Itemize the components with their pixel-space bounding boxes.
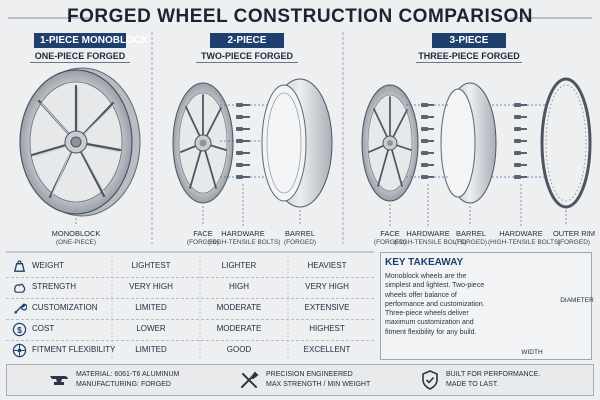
- wheel-icon: [12, 343, 27, 358]
- label-hardware-sub: (HIGH-TENSILE BOLTS): [208, 239, 281, 246]
- wrench-icon: [14, 303, 27, 314]
- value-three-piece: EXCELLENT: [303, 345, 351, 354]
- value-three-piece: VERY HIGH: [305, 282, 349, 291]
- strength-icon: [14, 283, 26, 293]
- section-underline: [196, 62, 298, 63]
- diameter-label: DIAMETER: [560, 297, 594, 304]
- value-two-piece: GOOD: [226, 345, 252, 354]
- footer-built-line1: BUILT FOR PERFORMANCE.: [446, 371, 541, 378]
- label-hardware-sub: (HIGH-TENSILE BOLTS): [488, 239, 561, 246]
- value-monoblock: LOWER: [136, 324, 166, 333]
- value-three-piece: EXTENSIVE: [304, 303, 350, 312]
- three-piece-barrel-illustration: [440, 82, 497, 204]
- section-tag-three-piece: 3-PIECE: [432, 33, 506, 48]
- label-monoblock-name: MONOBLOCK: [51, 229, 101, 238]
- label-outer-rim-name: OUTER RIM: [552, 229, 596, 238]
- footer-material-line1: MATERIAL: 6061-T6 ALUMINUM: [76, 371, 180, 378]
- footer-built: BUILT FOR PERFORMANCE. MADE TO LAST.: [446, 370, 540, 390]
- shield-icon: [422, 370, 438, 390]
- row-label: WEIGHT: [32, 261, 64, 270]
- three-piece-outer-rim-illustration: [540, 77, 592, 209]
- label-barrel-three-piece: BARREL (FORGED): [452, 229, 490, 247]
- section-subtitle-three-piece: THREE-PIECE FORGED: [418, 51, 520, 61]
- row-label: CUSTOMIZATION: [32, 303, 98, 312]
- section-tag-monoblock: 1-PIECE MONOBLOCK: [34, 33, 148, 48]
- width-label: WIDTH: [521, 349, 543, 356]
- label-monoblock: MONOBLOCK (ONE-PIECE): [36, 229, 116, 247]
- section-subtitle-monoblock: ONE-PIECE FORGED: [34, 51, 126, 61]
- dollar-icon: $: [12, 322, 27, 337]
- label-hardware-name: HARDWARE: [406, 229, 450, 238]
- label-face-name: FACE: [193, 229, 213, 238]
- value-three-piece: HEAVIEST: [307, 261, 347, 270]
- tools-icon: [241, 371, 259, 388]
- label-hardware-name: HARDWARE: [499, 229, 543, 238]
- value-three-piece: HIGHEST: [309, 324, 345, 333]
- label-monoblock-sub: (ONE-PIECE): [55, 239, 97, 246]
- page-title: FORGED WHEEL CONSTRUCTION COMPARISON: [67, 6, 533, 27]
- key-takeaway-title: KEY TAKEAWAY: [385, 257, 464, 268]
- value-two-piece: HIGH: [229, 282, 249, 291]
- label-face-two-piece: FACE (FORGED): [178, 229, 228, 247]
- three-piece-bolts-b-illustration: [514, 103, 527, 179]
- table-row: STRENGTH VERY HIGH HIGH VERY HIGH: [6, 277, 374, 299]
- label-hardware-sub: (HIGH-TENSILE BOLTS): [394, 239, 467, 246]
- label-barrel-sub: (FORGED): [283, 239, 317, 246]
- label-barrel-two-piece: BARREL (FORGED): [278, 229, 322, 247]
- two-piece-barrel-illustration: [261, 78, 333, 208]
- footer-precision-line2: MAX STRENGTH / MIN WEIGHT: [266, 381, 371, 388]
- label-face-sub: (FORGED): [186, 239, 220, 246]
- section-tag-two-piece: 2-PIECE: [210, 33, 284, 48]
- anvil-icon: [50, 376, 68, 385]
- footer-precision: PRECISION ENGINEERED MAX STRENGTH / MIN …: [266, 370, 370, 390]
- three-piece-face-illustration: [361, 84, 419, 202]
- key-takeaway-panel: [380, 252, 592, 360]
- footer-precision-line1: PRECISION ENGINEERED: [266, 371, 353, 378]
- row-label: FITMENT FLEXIBILITY: [32, 345, 116, 354]
- three-piece-bolts-a-illustration: [421, 103, 434, 179]
- monoblock-wheel-illustration: [19, 67, 141, 226]
- section-underline: [30, 62, 130, 63]
- label-face-name: FACE: [380, 229, 400, 238]
- footer-bar: [6, 364, 594, 396]
- label-barrel-sub: (FORGED): [454, 239, 488, 246]
- label-face-sub: (FORGED): [373, 239, 407, 246]
- row-label: STRENGTH: [32, 282, 76, 291]
- section-underline: [416, 62, 522, 63]
- label-barrel-name: BARREL: [455, 229, 486, 238]
- value-monoblock: LIMITED: [135, 345, 167, 354]
- scale-icon: [13, 260, 26, 272]
- two-piece-face-illustration: [172, 82, 234, 204]
- label-barrel-name: BARREL: [284, 229, 315, 238]
- table-row: CUSTOMIZATION LIMITED MODERATE EXTENSIVE: [6, 298, 374, 320]
- value-two-piece: MODERATE: [216, 324, 262, 333]
- value-monoblock: VERY HIGH: [129, 282, 173, 291]
- table-row: WEIGHT LIGHTEST LIGHTER HEAVIEST: [6, 256, 374, 278]
- value-two-piece: LIGHTER: [221, 261, 257, 270]
- footer-built-line2: MADE TO LAST.: [446, 381, 499, 388]
- row-label: COST: [32, 324, 55, 333]
- svg-text:$: $: [17, 325, 22, 335]
- two-piece-bolts-illustration: [236, 103, 250, 179]
- footer-material-line2: MANUFACTURING: FORGED: [76, 381, 171, 388]
- table-row: FITMENT FLEXIBILITY LIMITED GOOD EXCELLE…: [6, 340, 374, 362]
- label-hardware-name: HARDWARE: [221, 229, 265, 238]
- label-hardware-three-piece-a: HARDWARE (HIGH-TENSILE BOLTS): [394, 229, 467, 247]
- label-hardware-two-piece: HARDWARE (HIGH-TENSILE BOLTS): [208, 229, 281, 247]
- label-face-three-piece: FACE (FORGED): [366, 229, 414, 247]
- section-subtitle-two-piece: TWO-PIECE FORGED: [201, 51, 293, 61]
- label-outer-rim-sub: (FORGED): [557, 239, 591, 246]
- value-monoblock: LIMITED: [135, 303, 167, 312]
- table-row: $ COST LOWER MODERATE HIGHEST: [6, 319, 374, 341]
- label-outer-rim: OUTER RIM (FORGED): [552, 229, 596, 247]
- label-hardware-three-piece-b: HARDWARE (HIGH-TENSILE BOLTS): [488, 229, 561, 247]
- value-two-piece: MODERATE: [216, 303, 262, 312]
- value-monoblock: LIGHTEST: [131, 261, 171, 270]
- footer-material: MATERIAL: 6061-T6 ALUMINUM MANUFACTURING…: [76, 370, 179, 390]
- key-takeaway-text: Monoblock wheels are the simplest and li…: [385, 273, 485, 336]
